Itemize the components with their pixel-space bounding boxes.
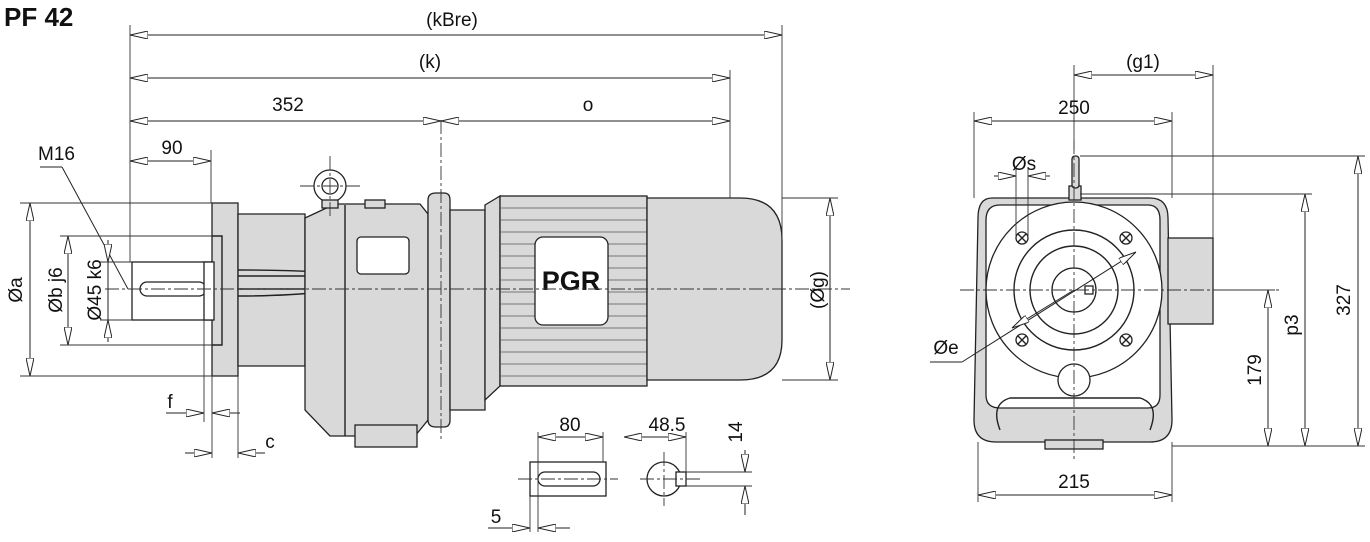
dim-c-label: c [265, 432, 275, 453]
shaft-keyway [139, 281, 207, 297]
gear-motor-side-view: PGR [105, 120, 850, 448]
end-view-terminal-box [1167, 237, 1214, 325]
dim-179-label: 179 [1245, 354, 1266, 386]
dim-90-label: 90 [161, 138, 182, 159]
side-view-dimensions: (kBre) (k) 352 o 90 M16 Øa Øb j6 Ø45 k6 [6, 10, 838, 458]
housing-foot [354, 424, 418, 448]
intermediate-flange [427, 192, 451, 428]
dim-352-label: 352 [272, 95, 304, 116]
end-view-dimensions: (g1) 250 Øs Øe 327 p3 179 215 [930, 52, 1365, 502]
dia-b-label: Øb j6 [46, 267, 67, 312]
dim-14-label: 14 [726, 421, 747, 443]
dim-g1-label: (g1) [1126, 52, 1160, 73]
gear-housing-end-view [960, 140, 1280, 460]
dim-5-label: 5 [491, 507, 502, 528]
mounting-flange [211, 202, 239, 377]
dia-e-label: Øe [933, 338, 958, 359]
brand-logo: PGR [542, 266, 601, 296]
dia-s-label: Øs [1012, 154, 1036, 175]
dim-kbre-label: (kBre) [426, 10, 478, 31]
dia-shaft-label: Ø45 k6 [85, 259, 106, 320]
dim-o-label: o [583, 95, 594, 116]
dim-k-label: (k) [419, 52, 441, 73]
key-detail: 80 5 48.5 14 [488, 415, 752, 532]
thread-m16-label: M16 [38, 144, 75, 165]
dim-48-5-label: 48.5 [649, 415, 686, 436]
dim-p3-label: p3 [1282, 314, 1303, 335]
drawing-title: PF 42 [4, 2, 73, 32]
dim-250-label: 250 [1058, 98, 1090, 119]
flange-neck [237, 213, 306, 367]
housing-nameplate [356, 236, 410, 275]
dim-327-label: 327 [1334, 284, 1355, 316]
end-view-eye-bolt [1071, 155, 1080, 189]
dim-80-label: 80 [559, 415, 580, 436]
dia-a-label: Øa [6, 277, 27, 303]
motor-terminal-box [534, 236, 609, 326]
dim-f-label: f [167, 392, 173, 413]
dia-g-label: (Øg) [808, 271, 829, 309]
dim-215-label: 215 [1058, 472, 1090, 493]
